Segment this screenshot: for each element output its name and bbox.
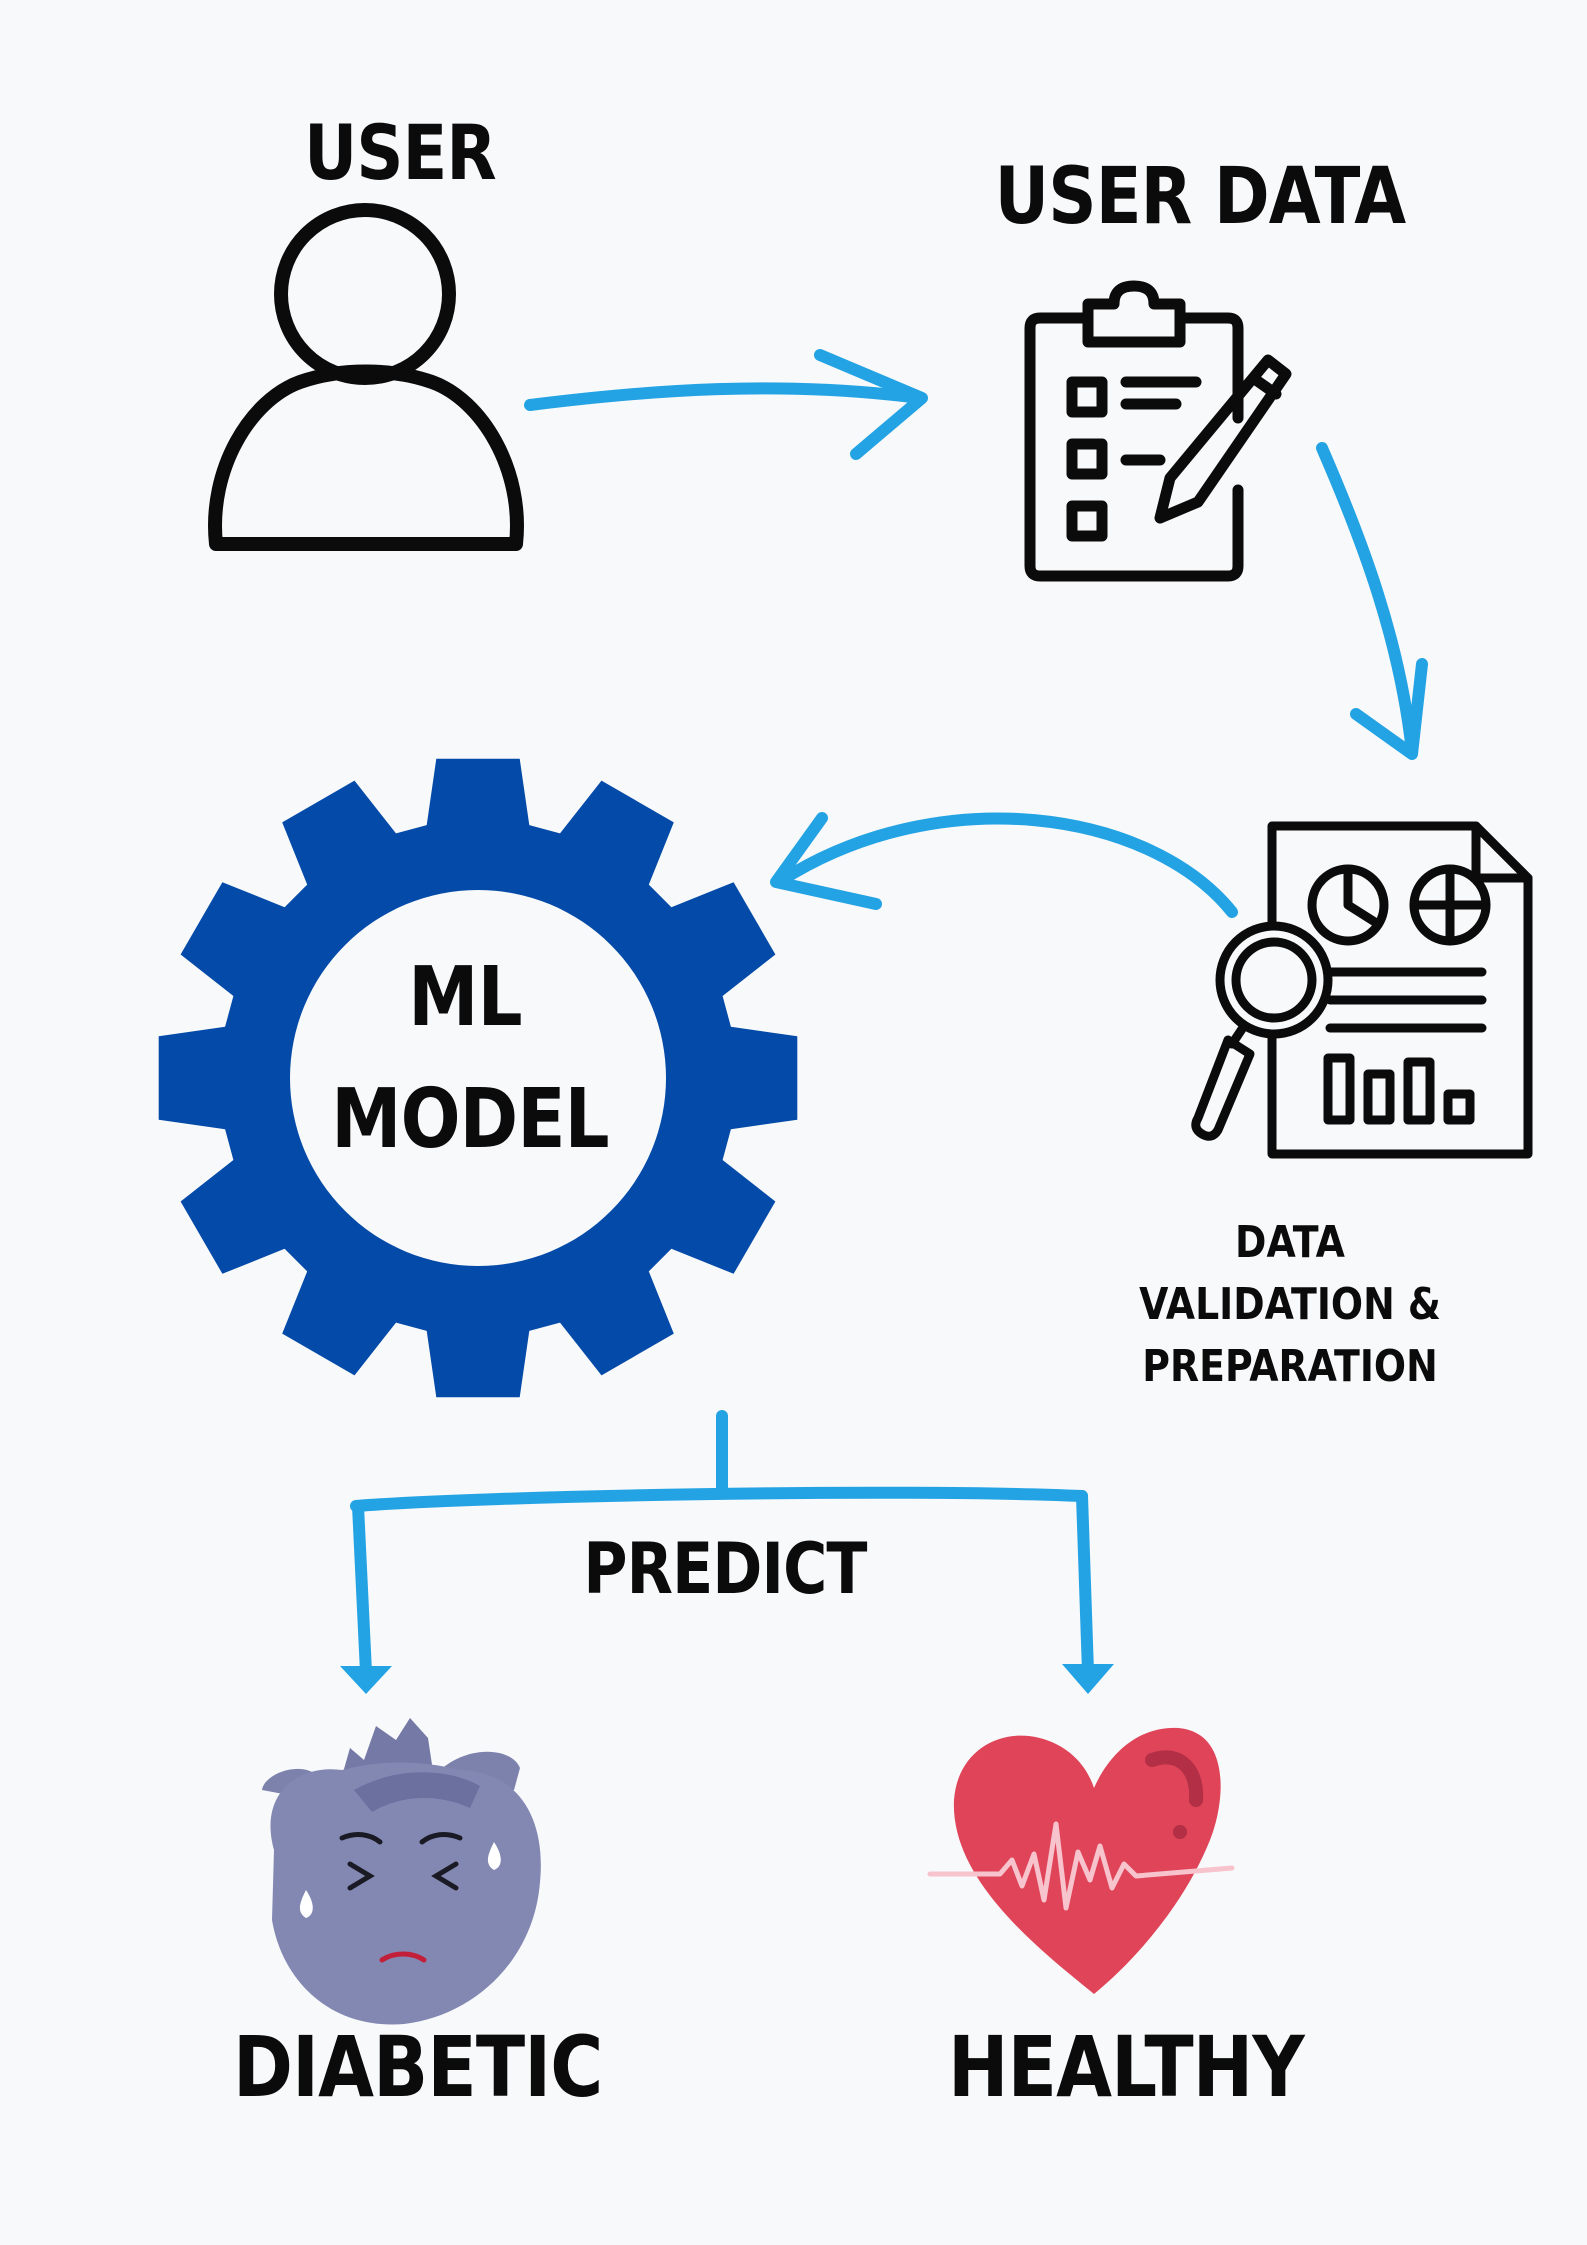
user-icon <box>208 203 524 551</box>
model-label: MODEL <box>331 1072 609 1167</box>
clipboard-checklist-icon <box>1024 280 1292 582</box>
arrow-validation-to-model <box>770 812 1238 918</box>
sad-heart-icon <box>262 1718 541 2025</box>
ml-label: ML <box>408 950 522 1045</box>
heartbeat-heart-icon <box>927 1727 1235 1994</box>
gear-icon <box>158 758 798 1398</box>
validation-label-line-1: DATA <box>1235 1217 1345 1268</box>
arrow-data-to-validation <box>1316 442 1428 760</box>
validation-label-line-3: PREPARATION <box>1142 1341 1438 1392</box>
validation-label-line-2: VALIDATION & <box>1139 1279 1441 1330</box>
validation-label: DATA VALIDATION & PREPARATION <box>1127 1212 1454 1398</box>
predict-branch <box>350 1410 1094 1678</box>
arrow-user-to-data <box>524 349 928 460</box>
healthy-label: HEALTHY <box>948 2018 1305 2116</box>
document-magnifier-icon <box>1191 821 1533 1159</box>
user-label: USER <box>304 108 497 197</box>
diabetic-label: DIABETIC <box>233 2018 603 2116</box>
predict-label: PREDICT <box>583 1528 867 1610</box>
predict-arrowheads <box>340 1664 1114 1694</box>
gear-shape <box>158 758 798 1398</box>
user-data-label: USER DATA <box>994 152 1407 242</box>
